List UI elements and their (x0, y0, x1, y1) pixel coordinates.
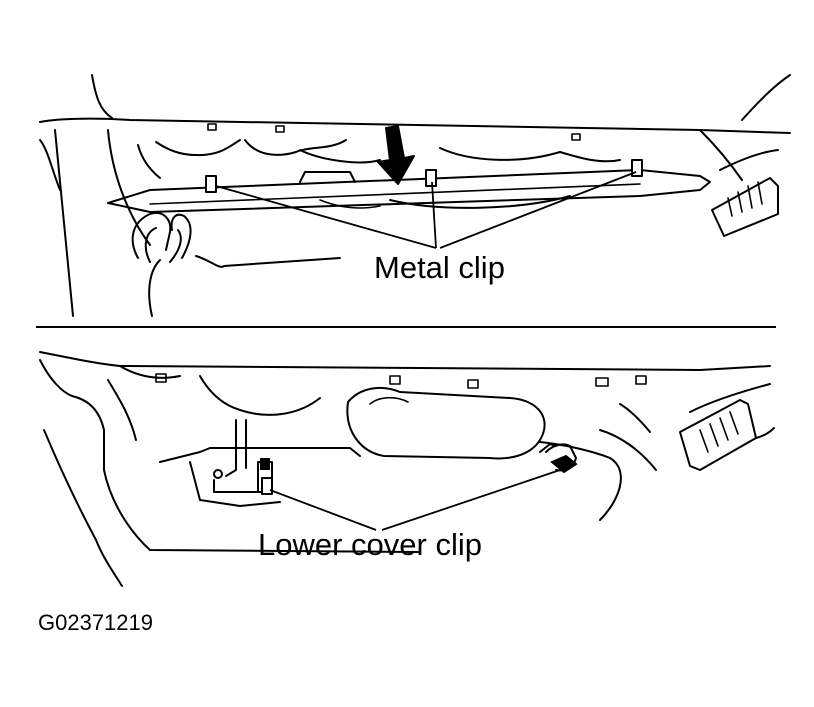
bottom-panel-dashboard-drawing (39, 351, 775, 587)
figure-code: G02371219 (38, 610, 153, 635)
label-lower-cover-clip: Lower cover clip (258, 527, 482, 562)
press-down-arrow (377, 125, 415, 185)
lower-cover-clip-right (550, 454, 578, 474)
label-metal-clip: Metal clip (374, 250, 505, 285)
top-panel-dashboard-drawing (39, 74, 791, 317)
metal-clip-leaders (215, 171, 637, 249)
lower-cover-clip-left (260, 458, 270, 470)
lower-cover-clip-leaders (269, 469, 561, 531)
